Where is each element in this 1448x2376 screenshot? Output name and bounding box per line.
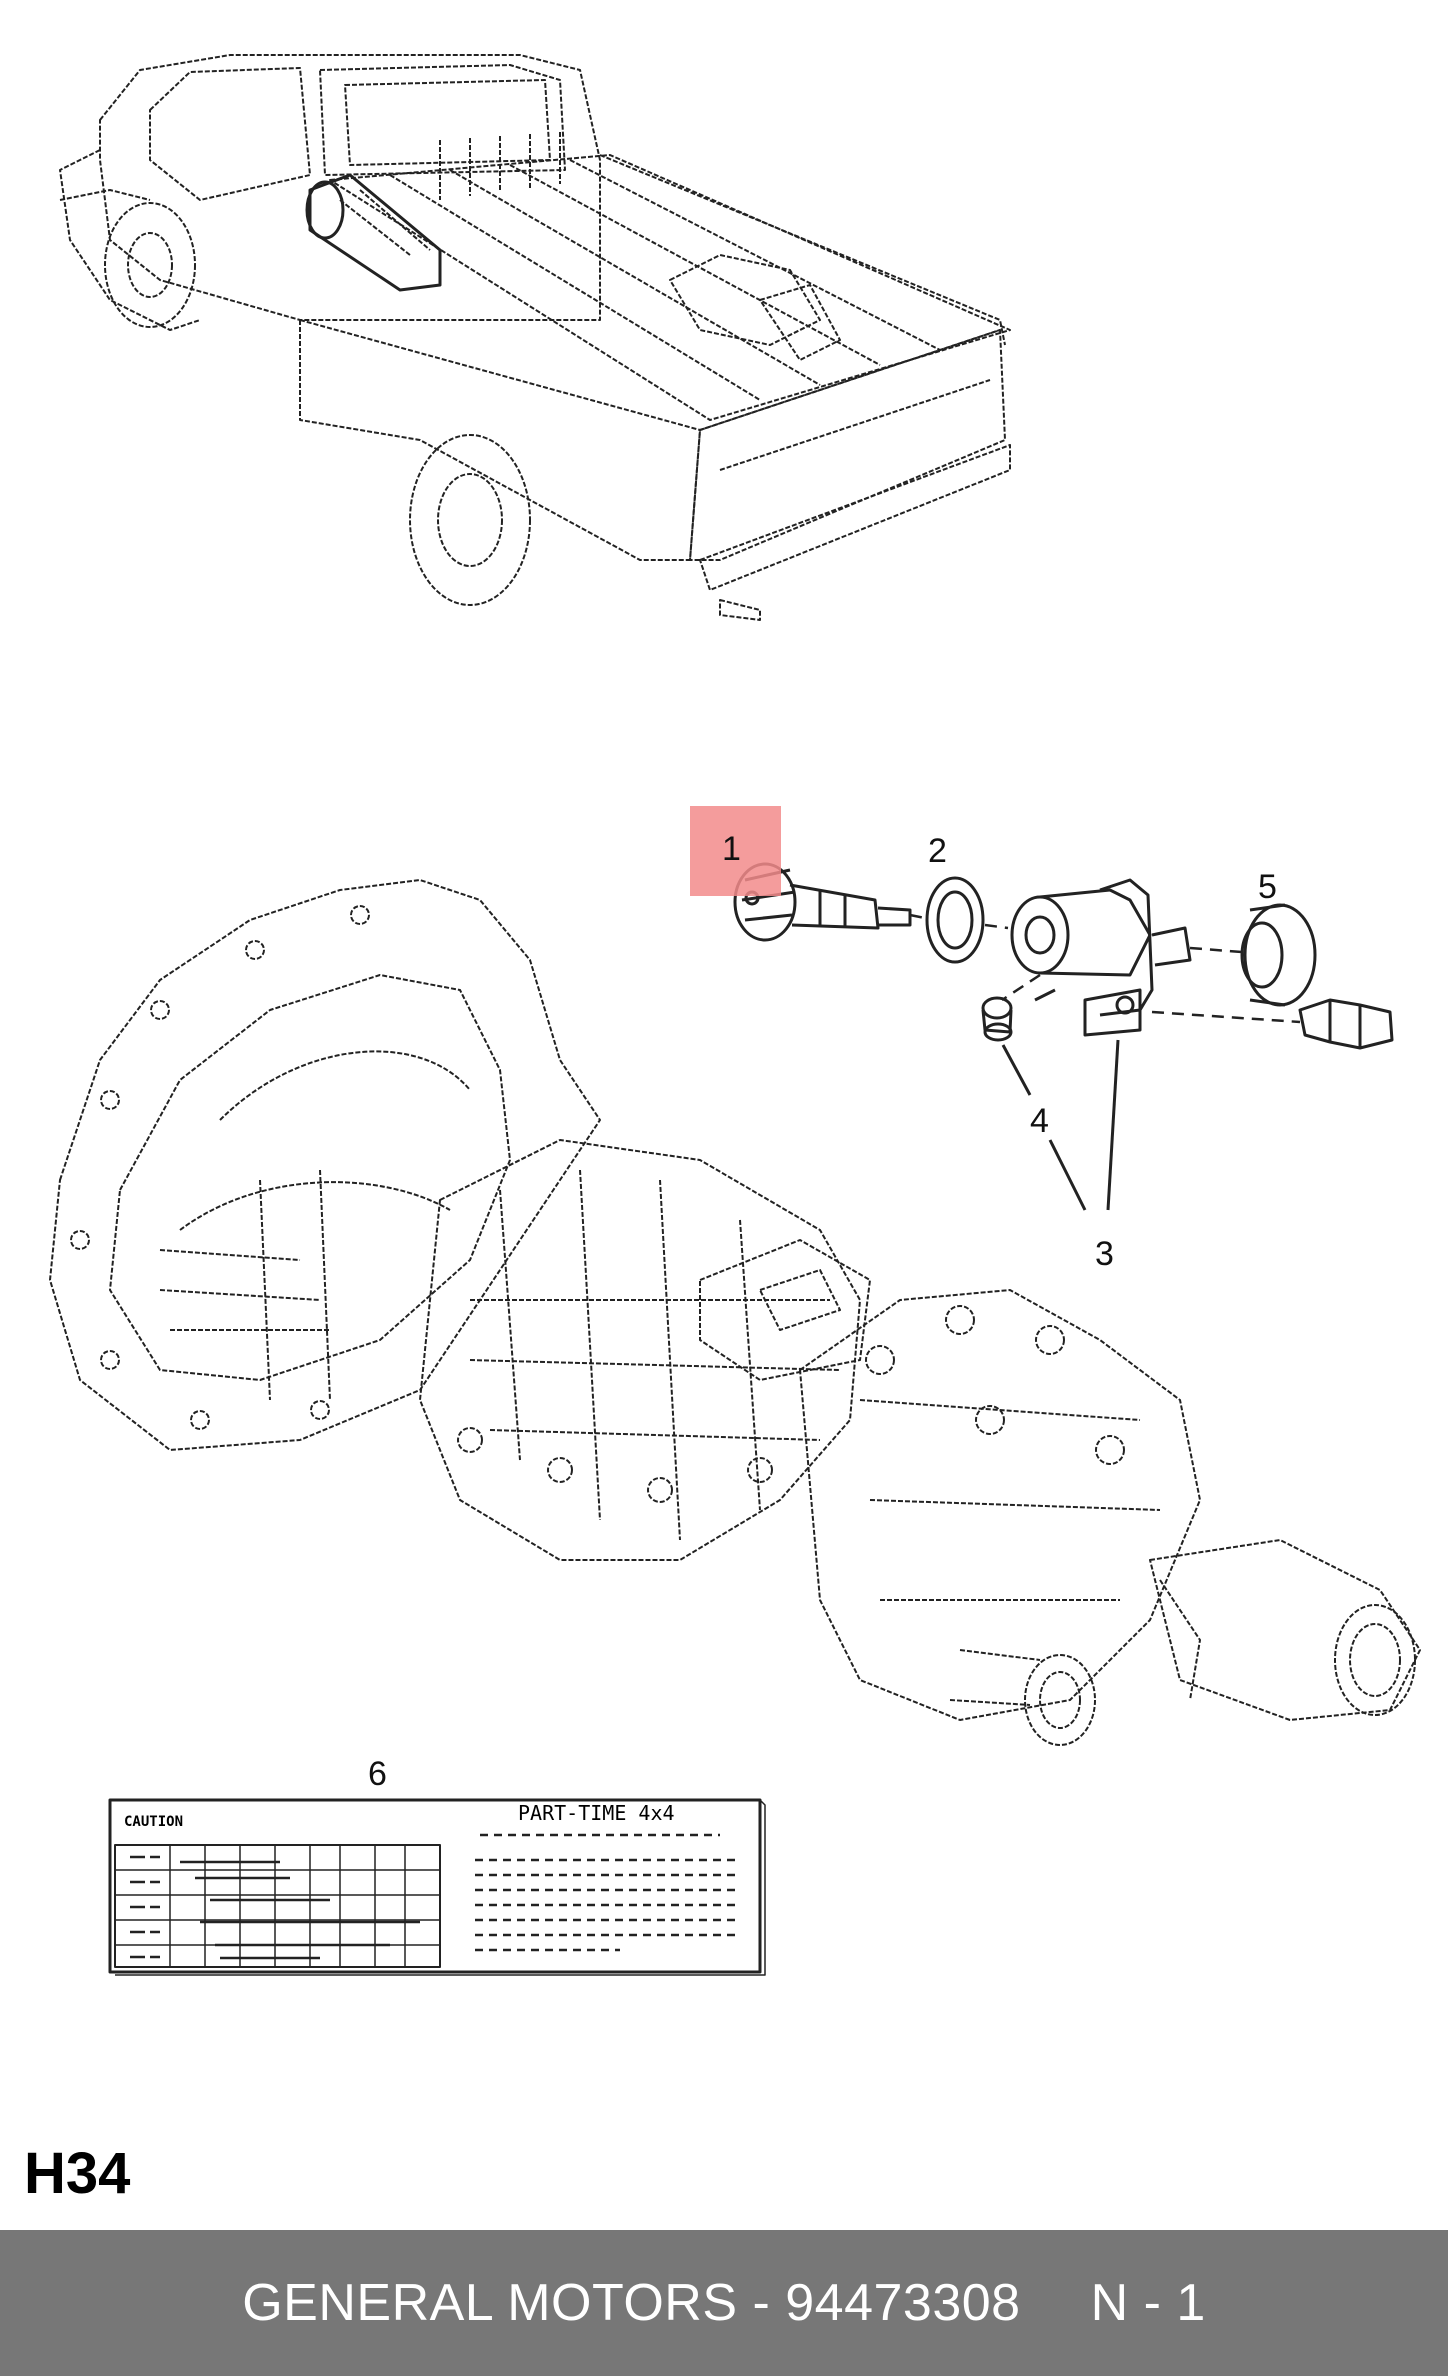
- footer-quantity: N - 1: [1090, 2274, 1206, 2332]
- speedometer-parts: [733, 862, 1394, 1211]
- sleeve-part: [1010, 878, 1192, 1037]
- footer-brand-part-number: GENERAL MOTORS - 94473308: [242, 2274, 1021, 2332]
- page-code: H34: [24, 2141, 131, 2206]
- o-ring-part: [925, 876, 985, 964]
- callout-4[interactable]: 4: [1030, 1102, 1049, 1140]
- callout-2[interactable]: 2: [928, 832, 947, 870]
- seal-part: [1240, 903, 1317, 1007]
- callout-3[interactable]: 3: [1095, 1235, 1114, 1273]
- transmission-illustration: [49, 879, 1421, 1746]
- callout-5[interactable]: 5: [1258, 868, 1277, 906]
- caution-label-title: PART-TIME 4x4: [518, 1801, 675, 1825]
- pickup-truck-illustration: [59, 54, 1011, 621]
- pin-part: [981, 996, 1013, 1042]
- footer-bar: GENERAL MOTORS - 94473308 N - 1: [0, 2230, 1448, 2376]
- caution-label-illustration: [108, 1798, 766, 1976]
- caution-label-heading: CAUTION: [124, 1814, 183, 1830]
- callout-1[interactable]: 1: [722, 830, 741, 868]
- callout-1-highlight: [690, 806, 781, 896]
- callout-6[interactable]: 6: [368, 1755, 387, 1793]
- bolt-part: [1298, 998, 1394, 1050]
- parts-diagram: 1 2 3 4 5 6 CAUTION PART-TIME 4x4: [49, 54, 1421, 1976]
